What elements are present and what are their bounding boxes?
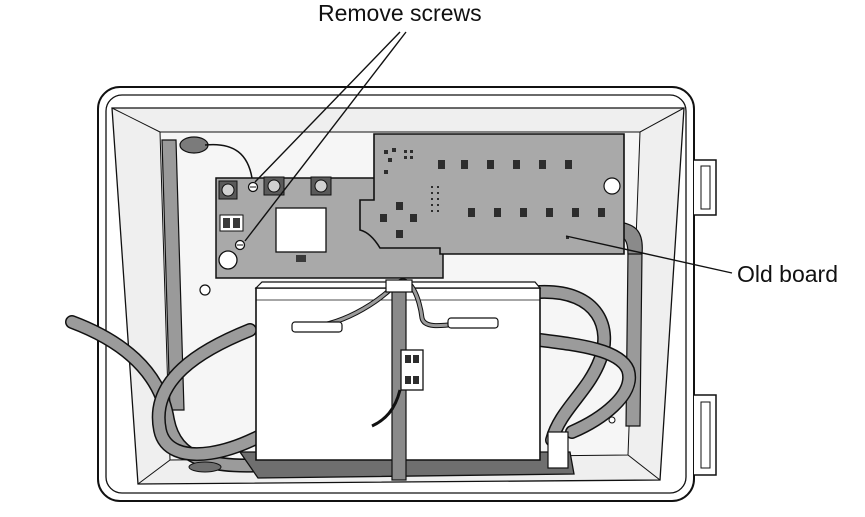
leader-old-board bbox=[565, 235, 733, 274]
terminal-block bbox=[547, 431, 569, 469]
hinge-bottom-slot bbox=[700, 401, 711, 469]
board-mount-hole bbox=[603, 177, 621, 195]
transformer-block bbox=[275, 207, 327, 253]
cable-grommet bbox=[188, 461, 222, 473]
cable-right-loop-fill bbox=[534, 286, 610, 446]
antenna-left bbox=[161, 139, 185, 411]
connector-pin bbox=[405, 376, 411, 384]
screw-icon bbox=[234, 239, 246, 251]
leader-remove-screws-1 bbox=[254, 31, 401, 183]
screw-icon bbox=[247, 181, 259, 193]
display-digit bbox=[223, 218, 230, 228]
battery-connector bbox=[400, 349, 424, 391]
fuse-holder-right bbox=[447, 317, 499, 329]
callout-remove-screws: Remove screws bbox=[318, 0, 482, 26]
antenna-right bbox=[625, 251, 643, 427]
cable-right-lower-fill bbox=[534, 334, 635, 438]
interior-edge bbox=[137, 459, 171, 485]
leader-remove-screws-2 bbox=[244, 31, 407, 242]
enclosure-rim bbox=[105, 94, 687, 494]
terminal-left bbox=[218, 180, 238, 200]
drain-hole bbox=[608, 416, 616, 424]
hinge-bottom bbox=[694, 394, 717, 476]
hinge-top bbox=[694, 159, 717, 216]
terminal-right bbox=[310, 176, 332, 196]
callout-old-board: Old board bbox=[737, 261, 839, 287]
interior-edge bbox=[111, 107, 161, 133]
connector-pin bbox=[413, 376, 419, 384]
capacitor bbox=[218, 250, 238, 270]
main-board bbox=[359, 133, 625, 255]
strap-clip bbox=[385, 279, 413, 293]
interior-edge bbox=[627, 454, 661, 481]
connector bbox=[296, 255, 306, 262]
connector-pin bbox=[413, 355, 419, 363]
terminal-mid bbox=[263, 176, 285, 196]
connector-wire bbox=[371, 389, 402, 428]
interior-edge bbox=[639, 107, 685, 133]
antenna-left-connector bbox=[179, 136, 209, 154]
cable-left-loop-fill bbox=[66, 316, 306, 472]
display-digit bbox=[233, 218, 240, 228]
connector-pin bbox=[405, 355, 411, 363]
fuse-holder-left bbox=[291, 321, 343, 333]
cable-left-inner-fill bbox=[153, 324, 306, 460]
mount-hole bbox=[199, 284, 211, 296]
board-components bbox=[380, 148, 605, 239]
hinge-top-slot bbox=[700, 165, 711, 210]
